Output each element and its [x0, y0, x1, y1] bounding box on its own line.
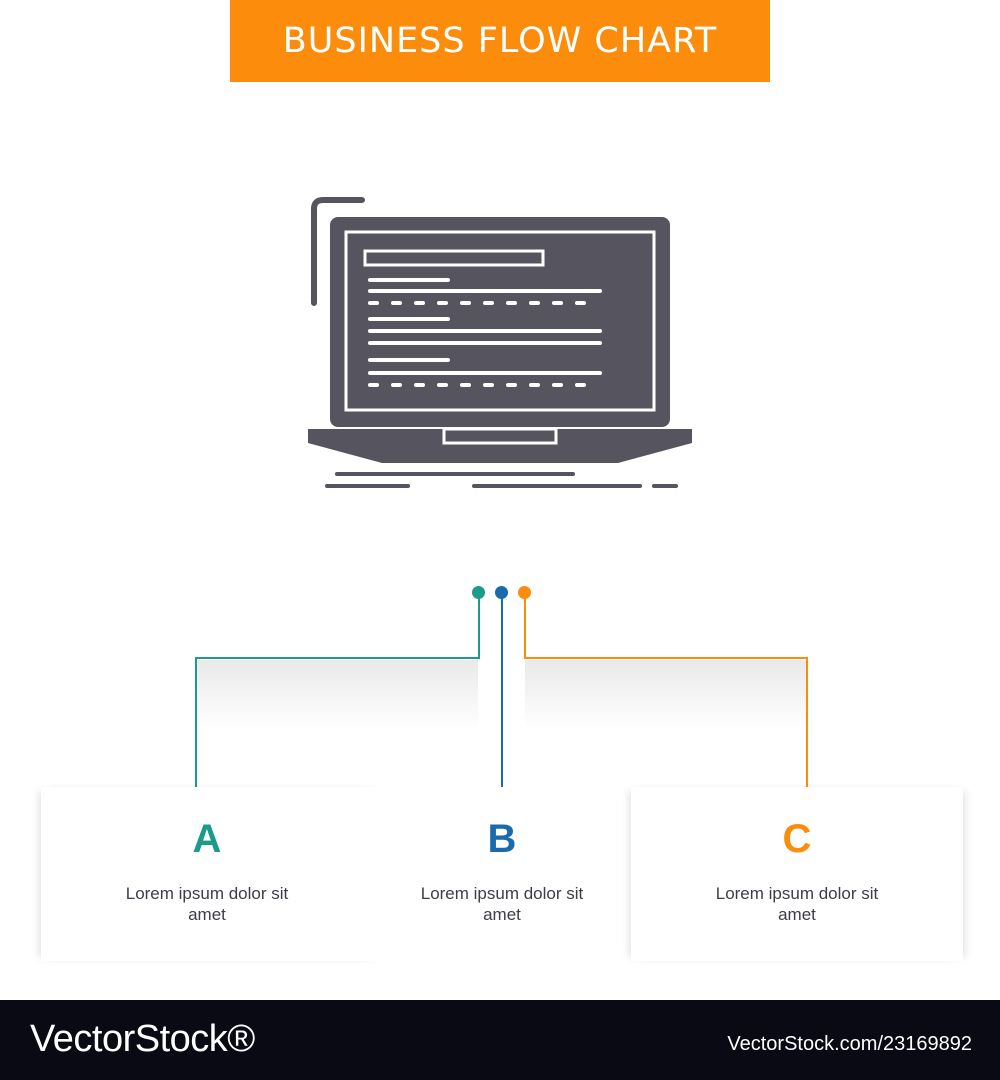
step-letter-b: B — [487, 817, 517, 861]
connector-shade-right — [525, 660, 807, 730]
connector-dot-c — [518, 586, 531, 599]
step-card-c: C Lorem ipsum dolor sit amet — [631, 787, 963, 961]
step-letter-c: C — [782, 817, 812, 861]
page-title: BUSINESS FLOW CHART — [282, 21, 718, 61]
vectorstock-logo: VectorStock® — [30, 1018, 255, 1060]
connector-shade-left — [196, 660, 478, 730]
footer-bar: VectorStock® VectorStock.com/23169892 — [0, 1000, 1000, 1080]
connector-dot-b — [495, 586, 508, 599]
image-id: VectorStock.com/23169892 — [727, 1033, 972, 1055]
step-card-a: A Lorem ipsum dolor sit amet — [41, 787, 373, 961]
laptop-code-icon — [308, 197, 692, 488]
title-banner: BUSINESS FLOW CHART — [230, 0, 770, 82]
step-text-c: Lorem ipsum dolor sit amet — [715, 884, 879, 924]
step-text-a: Lorem ipsum dolor sit amet — [125, 884, 289, 924]
step-letter-a: A — [192, 817, 222, 861]
step-card-b: B Lorem ipsum dolor sit amet — [373, 787, 631, 961]
connector-dot-a — [472, 586, 485, 599]
step-text-b: Lorem ipsum dolor sit amet — [420, 884, 584, 924]
